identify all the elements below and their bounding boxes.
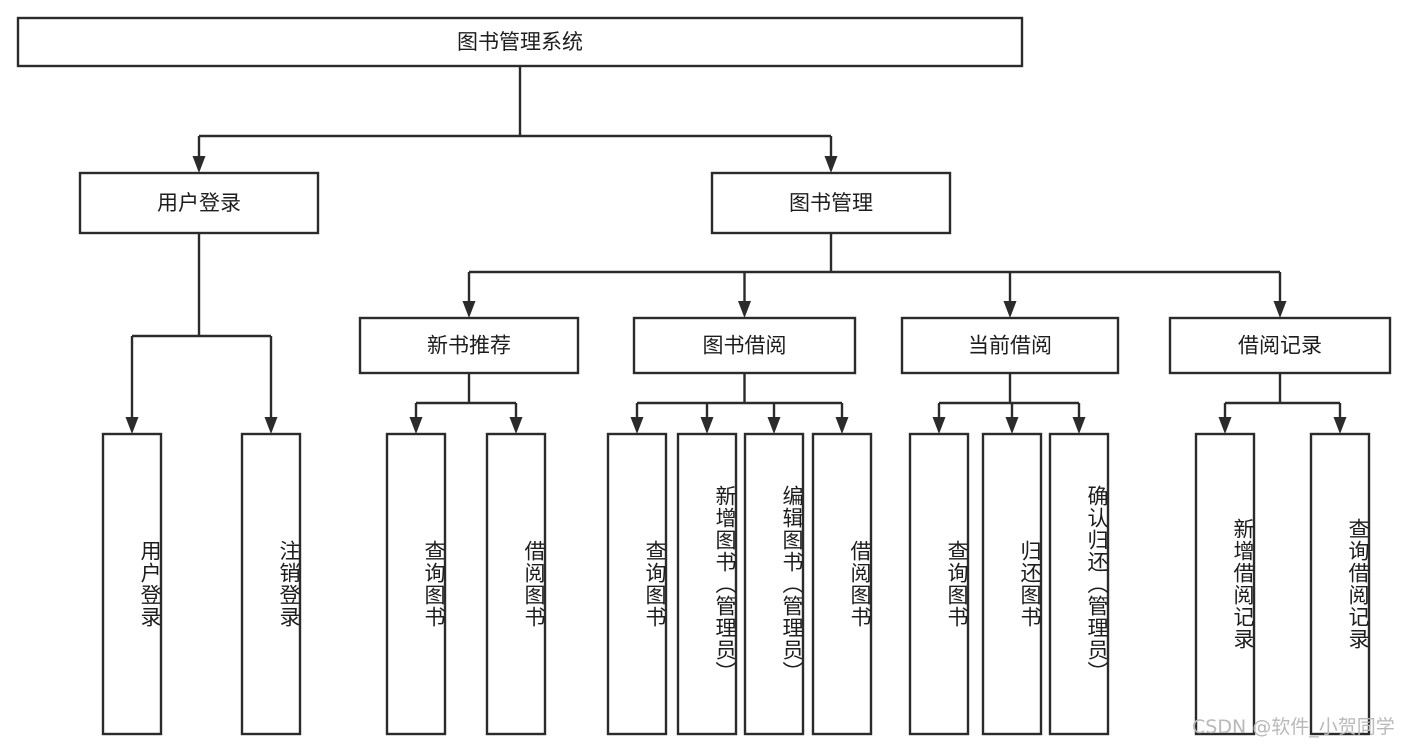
connector-layer [125,66,1347,434]
node-label-借阅记录: 借阅记录 [1238,334,1322,358]
arrow-head-注销登录 [264,417,278,434]
node-box-新增借阅记录[interactable] [1194,432,1256,736]
node-box-查询图书[interactable] [385,432,447,736]
node-box-编辑图书管理员[interactable] [743,432,805,736]
node-box-查询借阅记录[interactable] [1309,432,1371,736]
arrow-head-确认归还管理员 [1072,417,1086,434]
connector-group-当前借阅 [932,373,1086,434]
connector-group-新书推荐 [409,373,523,434]
arrow-head-当前借阅 [1003,301,1017,318]
arrow-head-图书管理 [824,156,838,173]
node-box-图书管理[interactable] [710,171,952,235]
arrow-head-图书借阅 [738,301,751,318]
node-box-归还图书[interactable] [981,432,1043,736]
node-label-图书借阅: 图书借阅 [703,334,787,358]
node-label-用户登录: 用户登录 [157,191,241,215]
node-box-查询图书[interactable] [908,432,970,736]
connector-group-图书管理系统 [192,66,838,173]
node-box-当前借阅[interactable] [900,316,1120,375]
node-box-新增图书管理员[interactable] [676,432,738,736]
node-box-查询图书[interactable] [606,432,668,736]
node-label-图书管理系统: 图书管理系统 [457,30,583,54]
node-label-新书推荐: 新书推荐 [427,334,511,358]
node-label-图书管理: 图书管理 [789,191,873,215]
node-box-注销登录[interactable] [240,432,302,736]
connector-group-图书管理 [462,233,1287,318]
arrow-head-用户登录 [125,417,139,434]
arrow-head-新增图书管理员 [700,417,714,434]
arrow-head-查询图书 [630,417,644,434]
arrow-head-查询图书 [409,417,423,434]
node-box-图书管理系统[interactable] [16,16,1024,68]
arrow-head-新增借阅记录 [1218,417,1232,434]
connector-group-用户登录 [125,233,278,434]
node-box-确认归还管理员[interactable] [1048,432,1110,736]
node-box-图书借阅[interactable] [632,316,857,375]
connector-group-图书借阅 [630,373,849,434]
node-box-借阅记录[interactable] [1168,316,1392,375]
arrow-head-用户登录 [192,156,206,173]
arrow-head-编辑图书管理员 [767,417,781,434]
arrow-head-归还图书 [1005,417,1019,434]
box-layer [16,16,1392,736]
node-box-用户登录[interactable] [101,432,163,736]
node-label-当前借阅: 当前借阅 [968,334,1052,358]
arrow-head-查询图书 [932,417,946,434]
arrow-head-新书推荐 [462,301,476,318]
arrow-head-借阅记录 [1273,301,1287,318]
node-box-借阅图书[interactable] [811,432,873,736]
node-box-新书推荐[interactable] [358,316,580,375]
node-box-用户登录[interactable] [78,171,320,235]
arrow-head-借阅图书 [509,417,523,434]
connector-group-借阅记录 [1218,373,1347,434]
arrow-head-借阅图书 [835,417,849,434]
arrow-head-查询借阅记录 [1333,417,1347,434]
watermark: CSDN @软件_小贺同学 [1192,716,1395,738]
node-box-借阅图书[interactable] [485,432,547,736]
